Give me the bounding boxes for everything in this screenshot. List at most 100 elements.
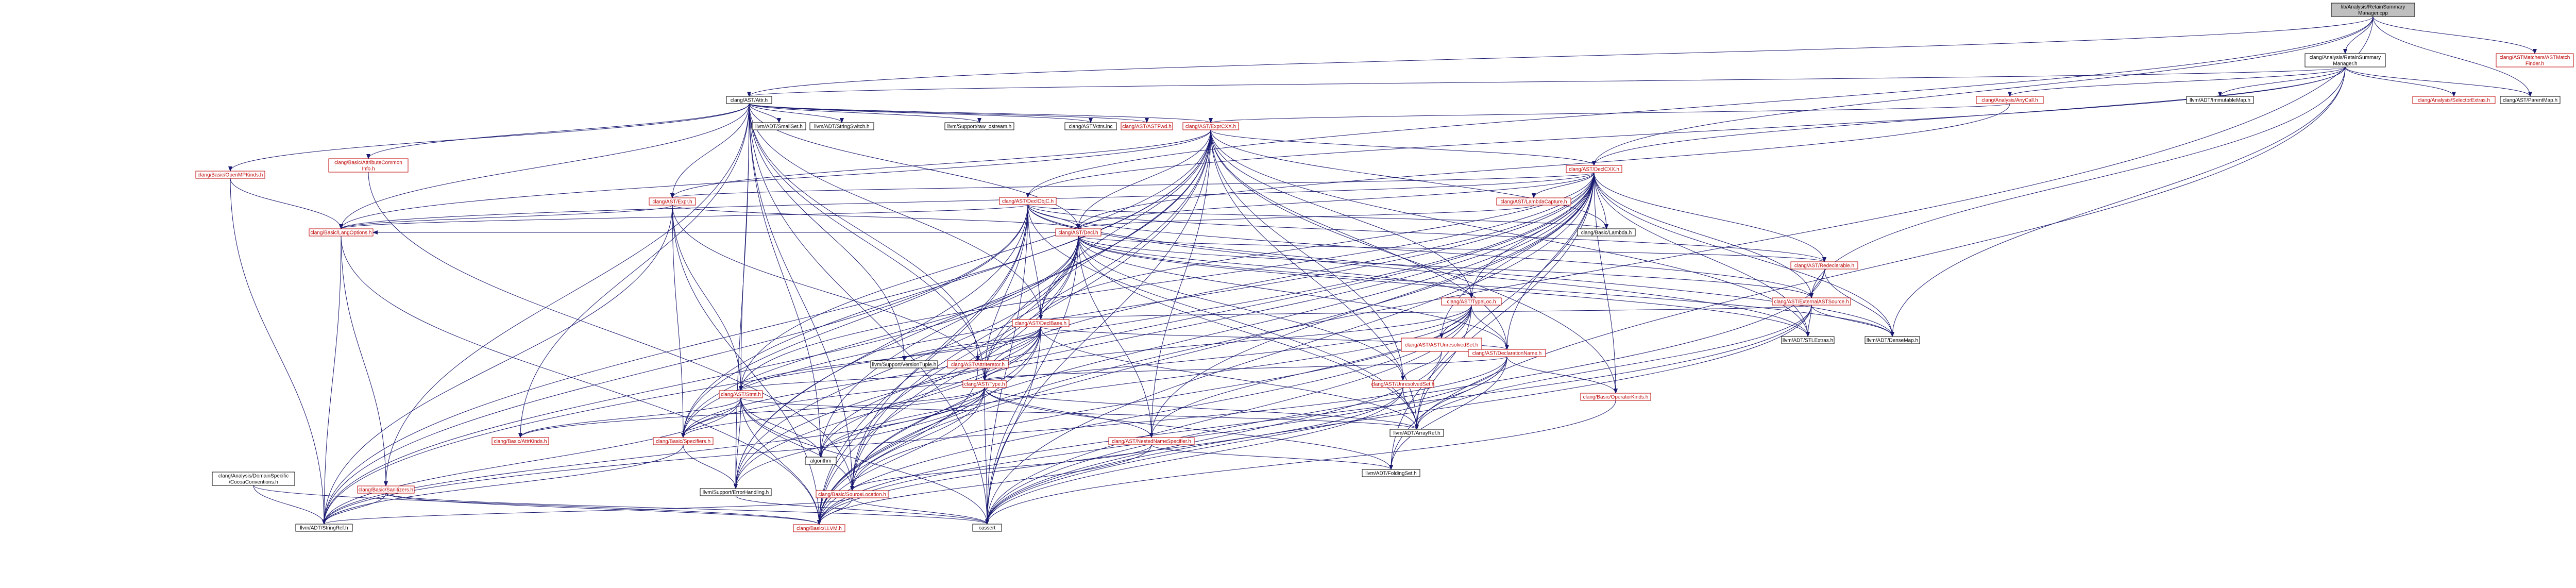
node-sanitizers[interactable]: clang/Basic/Sanitizers.h [357, 485, 415, 494]
edge-decl_h-to-specifiers [681, 236, 1079, 438]
node-immmap[interactable]: llvm/ADT/ImmutableMap.h [2186, 96, 2254, 104]
node-langopts[interactable]: clang/Basic/LangOptions.h [309, 228, 374, 237]
node-box [195, 171, 265, 179]
edge-type_h-to-attrkinds [518, 387, 985, 438]
edge-exprcxx-to-stringref [322, 129, 1211, 525]
node-lambda_h[interactable]: clang/Basic/Lambda.h [1577, 228, 1636, 237]
node-versiontuple[interactable]: llvm/Support/VersionTuple.h [870, 360, 938, 368]
edge-attr_h-to-astfwd [749, 103, 1149, 123]
edge-type_h-to-specifiers [681, 387, 985, 438]
node-type_h[interactable]: clang/AST/Type.h [962, 380, 1007, 388]
node-algorithm[interactable]: algorithm [805, 457, 837, 465]
node-label: clang/Basic/Lambda.h [1581, 230, 1632, 236]
node-domainspec[interactable]: clang/Analysis/DomainSpecific/CocoaConve… [212, 472, 295, 486]
edge-declcxx-to-typeloc [1469, 172, 1595, 298]
node-astfwd[interactable]: clang/AST/ASTFwd.h [1121, 122, 1173, 130]
node-errhandling[interactable]: llvm/Support/ErrorHandling.h [700, 488, 772, 496]
node-smallset[interactable]: llvm/ADT/SmallSet.h [752, 122, 806, 130]
edge-root-to-parentmap [2372, 16, 2532, 97]
edge-attr_h-to-smallset [749, 103, 781, 123]
node-declcxx[interactable]: clang/AST/DeclCXX.h [1566, 165, 1622, 173]
node-foldingset[interactable]: llvm/ADT/FoldingSet.h [1362, 469, 1420, 477]
node-basicllvm[interactable]: clang/Basic/LLVM.h [793, 524, 845, 532]
edge-rsm_h-to-attr_h [748, 66, 2346, 97]
node-specifiers[interactable]: clang/Basic/Specifiers.h [653, 437, 714, 445]
edge-attr_h-to-type_h [749, 103, 987, 381]
edge-declobjc-to-redecl [1027, 204, 1826, 262]
node-cassert[interactable]: cassert [972, 524, 1002, 532]
node-declobjc[interactable]: clang/AST/DeclObjC.h [999, 197, 1057, 205]
node-stringswitch[interactable]: llvm/ADT/StringSwitch.h [809, 122, 874, 130]
edge-exprcxx-to-declbase [1039, 129, 1211, 320]
edge-expr_h-to-basicllvm [672, 205, 821, 525]
node-declbase[interactable]: clang/AST/DeclBase.h [1012, 319, 1070, 327]
node-box [1389, 429, 1444, 437]
node-srcloc[interactable]: clang/Basic/SourceLocation.h [816, 490, 889, 498]
node-stringref[interactable]: llvm/ADT/StringRef.h [295, 524, 353, 532]
node-parentmap[interactable]: clang/AST/ParentMap.h [2500, 96, 2561, 104]
edge-attr_h-to-declbase [749, 103, 1043, 320]
node-densemap[interactable]: llvm/ADT/DenseMap.h [1865, 336, 1920, 344]
node-unresolvedset[interactable]: clang/AST/UnresolvedSet.h [1371, 380, 1435, 388]
node-box [1496, 197, 1571, 206]
node-expr_h[interactable]: clang/AST/Expr.h [649, 197, 696, 206]
node-box [1865, 336, 1920, 344]
node-arrayref[interactable]: llvm/ADT/ArrayRef.h [1389, 429, 1444, 437]
node-openmpkinds[interactable]: clang/Basic/OpenMPKinds.h [195, 171, 265, 179]
node-rawostream[interactable]: llvm/Support/raw_ostream.h [944, 122, 1014, 130]
edge-stmt_h-to-srcloc [740, 397, 854, 491]
node-redecl[interactable]: clang/AST/Redeclarable.h [1790, 261, 1858, 270]
edge-exprcxx-to-stlextras [1210, 129, 1810, 337]
edge-unresolvedset-to-arrayref [1402, 387, 1419, 430]
node-attrkinds[interactable]: clang/Basic/AttrKinds.h [492, 437, 549, 445]
node-extast[interactable]: clang/AST/ExternalASTSource.h [1772, 297, 1851, 306]
node-label: cassert [979, 526, 995, 531]
edge-declcxx-to-foldingset [1389, 172, 1595, 470]
node-declname[interactable]: clang/AST/DeclarationName.h [1468, 349, 1546, 357]
node-label: clang/AST/ASTFwd.h [1122, 124, 1172, 130]
node-lambdacap[interactable]: clang/AST/LambdaCapture.h [1496, 197, 1571, 206]
edge-decl_h-to-typeloc [1078, 236, 1473, 298]
node-attr_h[interactable]: clang/AST/Attr.h [726, 96, 772, 104]
edge-type_h-to-cassert [984, 387, 989, 525]
edge-specifiers-to-errhandling [683, 444, 738, 489]
node-label: clang/Basic/AttrKinds.h [494, 439, 547, 445]
node-box [2496, 53, 2574, 68]
node-stmt_h[interactable]: clang/AST/Stmt.h [719, 390, 763, 398]
node-exprcxx[interactable]: clang/AST/ExprCXX.h [1182, 122, 1239, 130]
node-opkinds[interactable]: clang/Basic/OperatorKinds.h [1580, 393, 1651, 401]
node-decl_h[interactable]: clang/AST/Decl.h [1055, 228, 1101, 237]
node-typeloc[interactable]: clang/AST/TypeLoc.h [1441, 297, 1502, 306]
node-nestedname[interactable]: clang/AST/NestedNameSpecifier.h [1108, 437, 1195, 445]
edge-srcloc-to-cassert [852, 497, 989, 525]
edge-attr_h-to-attrcommon [366, 103, 750, 159]
edge-attr_h-to-stmt_h [739, 103, 750, 391]
node-box [972, 524, 1002, 532]
edge-declcxx-to-redecl [1594, 172, 1826, 262]
edge-exprcxx-to-opkinds [1210, 129, 1618, 394]
node-label: clang/Basic/OpenMPKinds.h [198, 173, 263, 178]
node-box [962, 380, 1007, 388]
edge-attr_h-to-attrkinds [518, 103, 750, 438]
node-attrsinc[interactable]: clang/AST/Attrs.inc [1064, 122, 1117, 130]
node-stlextras[interactable]: llvm/ADT/STLExtras.h [1781, 336, 1835, 344]
edge-declname-to-opkinds [1506, 356, 1618, 394]
edge-extast-to-cassert [985, 305, 1812, 525]
node-box [357, 485, 415, 494]
edge-srcloc-to-stringref [322, 497, 853, 525]
edge-stmt_h-to-specifiers [681, 397, 741, 438]
edge-exprcxx-to-typeloc [1210, 129, 1473, 298]
node-anycall[interactable]: clang/Analysis/AnyCall.h [1976, 96, 2044, 104]
edge-openmpkinds-to-stringref [230, 178, 326, 525]
edge-declcxx-to-expr_h [670, 172, 1595, 198]
node-label: clang/AST/DeclarationName.h [1472, 351, 1542, 357]
node-attriter[interactable]: clang/AST/AttrIterator.h [947, 360, 1009, 368]
node-selextras[interactable]: clang/Analysis/SelectorExtras.h [2412, 96, 2496, 104]
edge-rsm_h-to-selextras [2345, 66, 2456, 97]
edge-exprcxx-to-basicllvm [817, 129, 1211, 525]
node-box [1182, 122, 1239, 130]
edge-declbase-to-cassert [985, 326, 1041, 525]
